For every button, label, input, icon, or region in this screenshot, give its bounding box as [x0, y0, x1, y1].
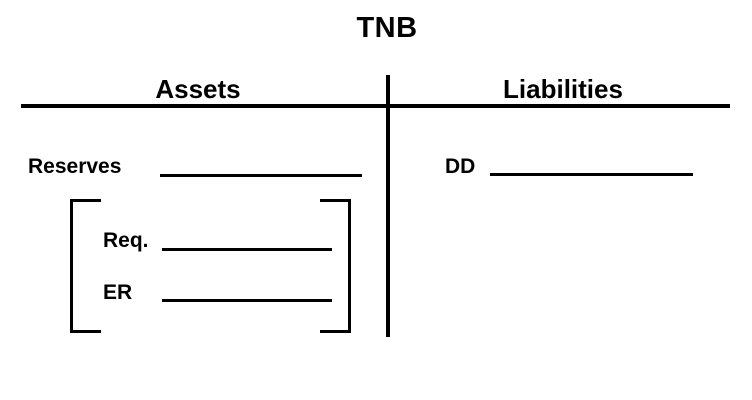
- right-bracket: [320, 199, 351, 333]
- required-reserves-label: Req.: [103, 229, 149, 252]
- t-account-vertical-divider: [386, 75, 390, 337]
- excess-reserves-blank-line: [162, 299, 332, 302]
- reserves-label: Reserves: [28, 155, 122, 178]
- left-bracket: [70, 199, 101, 333]
- excess-reserves-label: ER: [103, 281, 133, 304]
- t-account-horizontal-line: [21, 104, 730, 108]
- reserves-blank-line: [160, 174, 362, 177]
- required-reserves-blank-line: [162, 248, 332, 251]
- liabilities-column-header: Liabilities: [503, 74, 623, 104]
- demand-deposits-blank-line: [490, 173, 693, 176]
- demand-deposits-label: DD: [445, 155, 476, 178]
- diagram-title: TNB: [356, 12, 418, 44]
- assets-column-header: Assets: [155, 74, 241, 104]
